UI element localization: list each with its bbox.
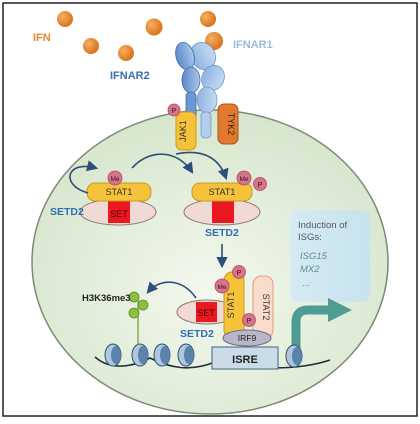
- methyl-mark: [128, 291, 140, 303]
- transcription-arrowhead: [328, 298, 352, 322]
- stat2-label: STAT2: [261, 294, 271, 321]
- arrow-set-to-h3k36: [146, 281, 197, 299]
- isg-item-mx2: MX2: [300, 264, 320, 275]
- set-label-left: SET: [110, 209, 128, 219]
- methyl-stat1-nuclear: [214, 278, 230, 294]
- tyk2-label: TYK2: [226, 113, 236, 136]
- ifn-molecule: [83, 38, 99, 54]
- arrow-stat1-transition: [131, 153, 194, 174]
- isgf3-complex: SET STAT2 STAT1 P P Me IRF9: [176, 265, 274, 347]
- methyl-mark: [137, 299, 149, 311]
- isg-box-background: [290, 210, 370, 302]
- phospho-jak1-label: P: [172, 108, 177, 115]
- ifn-molecule: [145, 18, 163, 36]
- irf9-protein: [222, 329, 272, 347]
- phospho-jak1: [167, 103, 181, 117]
- stat1-complex-left: SET STAT1 Me: [79, 170, 157, 226]
- setd2-label-nuclear: SETD2: [180, 328, 214, 340]
- isg-item-isg15: ISG15: [300, 251, 328, 262]
- nucleosome: [104, 343, 122, 367]
- phospho-label-right: P: [258, 182, 263, 189]
- methyl-label-left: Me: [110, 176, 119, 183]
- setd2-label-right: SETD2: [205, 227, 239, 239]
- dna-strand: [94, 356, 331, 369]
- nucleosome: [285, 344, 303, 368]
- tyk2-kinase: TYK2: [217, 103, 239, 145]
- ifn-label: IFN: [33, 32, 51, 44]
- arrow-methylation-left: [69, 160, 99, 194]
- jak1-kinase: JAK1: [175, 111, 197, 151]
- isg-induction-box: Induction of ISGs: ISG15 MX2 ...: [290, 210, 370, 302]
- stat1-label-nuclear: STAT1: [226, 292, 236, 319]
- setd2-label-left: SETD2: [50, 206, 84, 218]
- ifn-molecule: [118, 45, 134, 61]
- phospho-label-stat1-nuclear: P: [237, 270, 242, 277]
- nucleosome: [131, 343, 149, 367]
- irf9-label: IRF9: [238, 333, 257, 343]
- set-domain-left: [108, 201, 130, 223]
- phospho-stat1-right: [253, 177, 267, 191]
- ifnar2-label: IFNAR2: [110, 70, 150, 82]
- isg-box-line1: Induction of: [298, 220, 347, 231]
- set-domain-nuclear: [196, 302, 217, 322]
- phospho-label-stat2-nuclear: P: [247, 318, 252, 325]
- stat1-label-right: STAT1: [209, 187, 236, 197]
- stat1-label-left: STAT1: [106, 187, 133, 197]
- set-label-nuclear: SET: [197, 308, 215, 318]
- methyl-stat1-left: [107, 170, 123, 186]
- methyl-label-right: Me: [239, 176, 248, 183]
- methyl-stat1-right: [236, 170, 252, 186]
- phospho-stat2-nuclear: [242, 313, 256, 327]
- set-domain-right: [212, 201, 234, 223]
- nucleosomes: [104, 343, 303, 368]
- phospho-stat1-nuclear: [232, 265, 246, 279]
- isg-item-more: ...: [302, 278, 310, 289]
- methyl-label-nuclear: Me: [217, 284, 226, 291]
- isre-element: ISRE: [211, 346, 279, 370]
- ifn-molecule: [57, 11, 73, 27]
- stat1-complex-right: STAT1 Me P: [183, 170, 267, 226]
- nucleosome: [177, 343, 195, 367]
- isre-label: ISRE: [232, 354, 258, 366]
- isg-box-line2: ISGs:: [298, 232, 322, 243]
- h3k36me3-marks: [128, 291, 149, 345]
- nucleosome: [153, 343, 171, 367]
- h3k36me3-label: H3K36me3: [82, 293, 131, 304]
- arrow-jak-to-stat1: [175, 151, 229, 181]
- ifnar1-receptor: [190, 42, 225, 139]
- transcription-arrow: [291, 305, 330, 350]
- jak1-label: JAK1: [178, 120, 188, 142]
- methyl-mark: [128, 307, 140, 319]
- ifnar1-label: IFNAR1: [233, 39, 273, 51]
- ifn-molecule: [200, 11, 216, 27]
